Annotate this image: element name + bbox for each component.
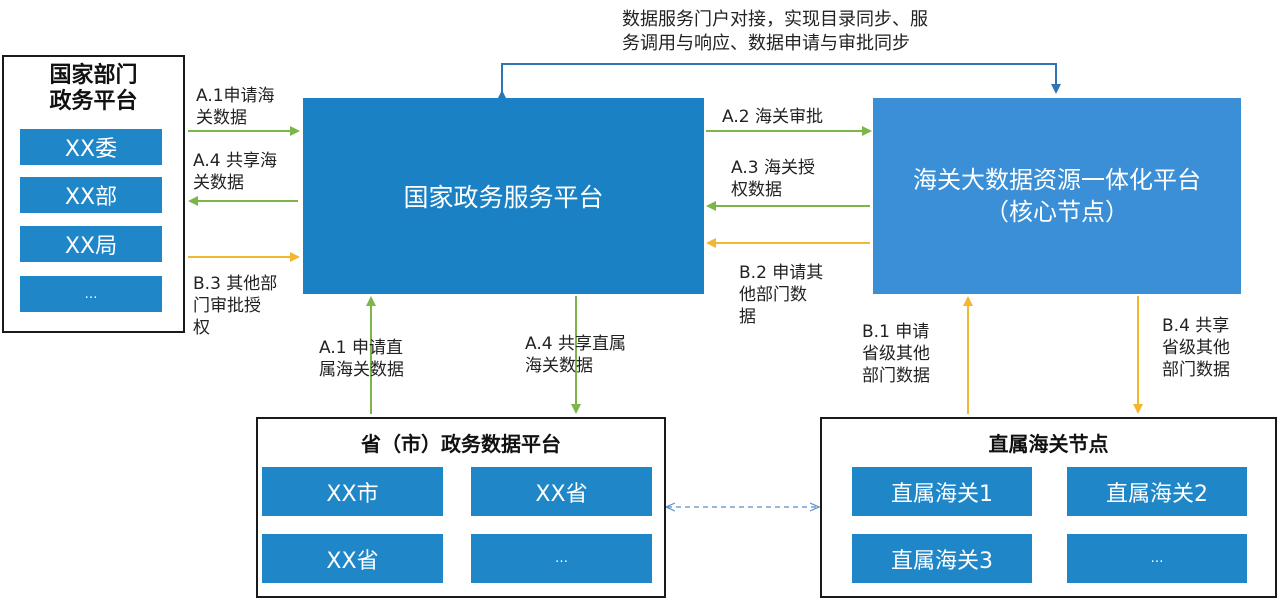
label-line: A.4 共享海 bbox=[193, 151, 277, 171]
customs-platform-line1: 海关大数据资源一体化平台 bbox=[913, 166, 1201, 194]
label-a1-bottom: A.1 申请直 属海关数据 bbox=[319, 337, 404, 381]
label-b4-bottom: B.4 共享 省级其他 部门数据 bbox=[1162, 315, 1230, 381]
label-line: A.1 申请直 bbox=[319, 338, 403, 358]
top-note-line1: 数据服务门户对接，实现目录同步、服 bbox=[622, 9, 928, 30]
label-a4-left: A.4 共享海 关数据 bbox=[193, 150, 277, 194]
label-line: A.2 海关审批 bbox=[722, 107, 823, 127]
label-b3-left: B.3 其他部 门审批授 权 bbox=[193, 273, 277, 339]
label-line: 他部门数 bbox=[739, 285, 807, 305]
national-dept-item[interactable]: XX委 bbox=[20, 129, 162, 165]
national-dept-item[interactable]: XX部 bbox=[20, 177, 162, 213]
label-line: 省级其他 bbox=[862, 344, 930, 364]
customs-node-item[interactable]: 直属海关3 bbox=[852, 534, 1032, 583]
national-dept-panel: 国家部门 政务平台 XX委 XX部 XX局 … bbox=[2, 55, 185, 333]
label-line: 据 bbox=[739, 307, 756, 327]
customs-nodes-title: 直属海关节点 bbox=[988, 432, 1109, 456]
province-platform-panel: 省（市）政务数据平台 XX市 XX省 XX省 … bbox=[256, 417, 666, 598]
label-a1-left: A.1申请海 关数据 bbox=[196, 85, 275, 129]
label-line: B.2 申请其 bbox=[739, 263, 824, 283]
label-line: 海关数据 bbox=[525, 356, 593, 376]
label-line: 关数据 bbox=[196, 108, 247, 128]
national-platform-label: 国家政务服务平台 bbox=[403, 183, 604, 212]
label-line: B.3 其他部 bbox=[193, 274, 278, 294]
national-platform-box[interactable]: 国家政务服务平台 bbox=[303, 98, 704, 294]
label-a4-bottom: A.4 共享直属 海关数据 bbox=[525, 333, 626, 377]
label-line: A.4 共享直属 bbox=[525, 334, 626, 354]
label-line: 权数据 bbox=[731, 180, 782, 200]
province-item[interactable]: XX省 bbox=[262, 534, 443, 583]
label-b1-bottom: B.1 申请 省级其他 部门数据 bbox=[862, 321, 930, 387]
national-dept-item[interactable]: XX局 bbox=[20, 226, 162, 262]
label-line: 权 bbox=[193, 318, 210, 338]
customs-platform-line2: （核心节点） bbox=[985, 198, 1129, 226]
customs-node-item[interactable]: … bbox=[1067, 534, 1247, 583]
label-line: 省级其他 bbox=[1162, 338, 1230, 358]
label-b2-right: B.2 申请其 他部门数 据 bbox=[739, 262, 823, 328]
label-line: 部门数据 bbox=[1162, 360, 1230, 380]
national-dept-title: 国家部门 政务平台 bbox=[4, 63, 183, 115]
province-item[interactable]: XX省 bbox=[471, 467, 652, 516]
label-line: B.4 共享 bbox=[1162, 316, 1230, 336]
label-line: 关数据 bbox=[193, 173, 244, 193]
label-line: A.3 海关授 bbox=[731, 158, 815, 178]
national-dept-title-line2: 政务平台 bbox=[49, 89, 138, 114]
label-a2-right: A.2 海关审批 bbox=[722, 106, 823, 128]
label-a3-right: A.3 海关授 权数据 bbox=[731, 157, 815, 201]
top-sync-arrow bbox=[497, 63, 1061, 100]
label-line: 部门数据 bbox=[862, 366, 930, 386]
label-line: A.1申请海 bbox=[196, 86, 275, 106]
customs-node-item[interactable]: 直属海关1 bbox=[852, 467, 1032, 516]
top-note: 数据服务门户对接，实现目录同步、服 务调用与响应、数据申请与审批同步 bbox=[622, 8, 928, 56]
customs-platform-box[interactable]: 海关大数据资源一体化平台 （核心节点） bbox=[873, 98, 1241, 294]
national-dept-item[interactable]: … bbox=[20, 276, 162, 312]
province-platform-title: 省（市）政务数据平台 bbox=[361, 432, 561, 456]
label-line: 属海关数据 bbox=[319, 360, 404, 380]
label-line: 门审批授 bbox=[193, 296, 261, 316]
province-item[interactable]: XX市 bbox=[262, 467, 443, 516]
customs-nodes-panel: 直属海关节点 直属海关1 直属海关2 直属海关3 … bbox=[820, 417, 1277, 598]
province-item[interactable]: … bbox=[471, 534, 652, 583]
label-line: B.1 申请 bbox=[862, 322, 930, 342]
national-dept-title-line1: 国家部门 bbox=[49, 63, 138, 88]
top-note-line2: 务调用与响应、数据申请与审批同步 bbox=[622, 33, 910, 54]
customs-node-item[interactable]: 直属海关2 bbox=[1067, 467, 1247, 516]
